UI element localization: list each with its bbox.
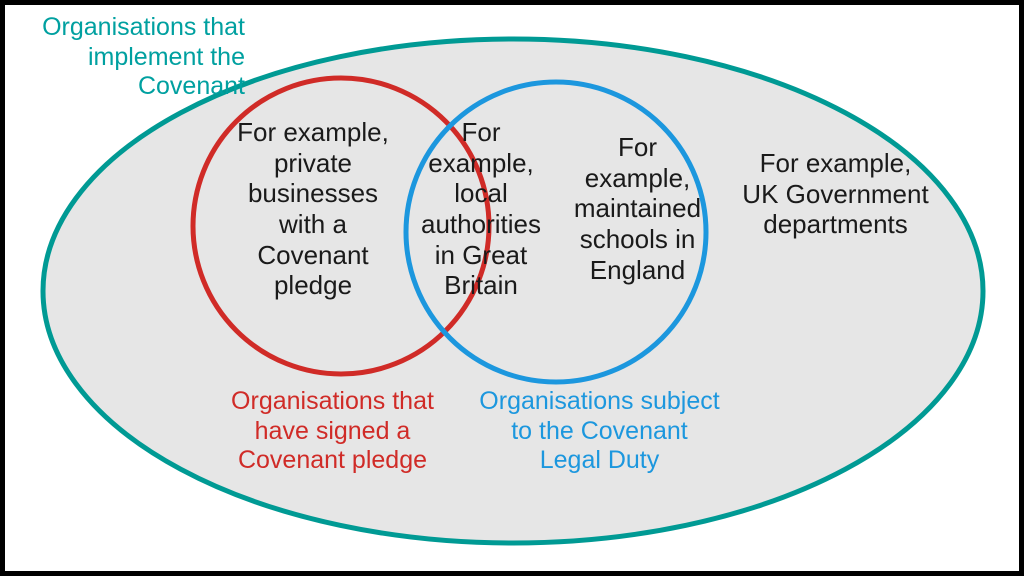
blue-circle-shape [403,79,709,385]
region-label-blue-only: For example, maintained schools in Engla… [573,132,702,285]
region-label-outer-only: For example, UK Government departments [742,148,929,240]
region-label-red-only: For example, private businesses with a C… [237,117,389,301]
outer-ellipse-shape [40,36,986,546]
blue-set-label: Organisations subject to the Covenant Le… [479,387,720,474]
outer-set-label: Organisations that implement the Covenan… [42,13,245,100]
red-circle-shape [190,75,492,377]
venn-shapes [40,36,986,546]
region-label-intersection: For example, local authorities in Great … [421,117,541,301]
red-set-label: Organisations that have signed a Covenan… [231,387,434,474]
